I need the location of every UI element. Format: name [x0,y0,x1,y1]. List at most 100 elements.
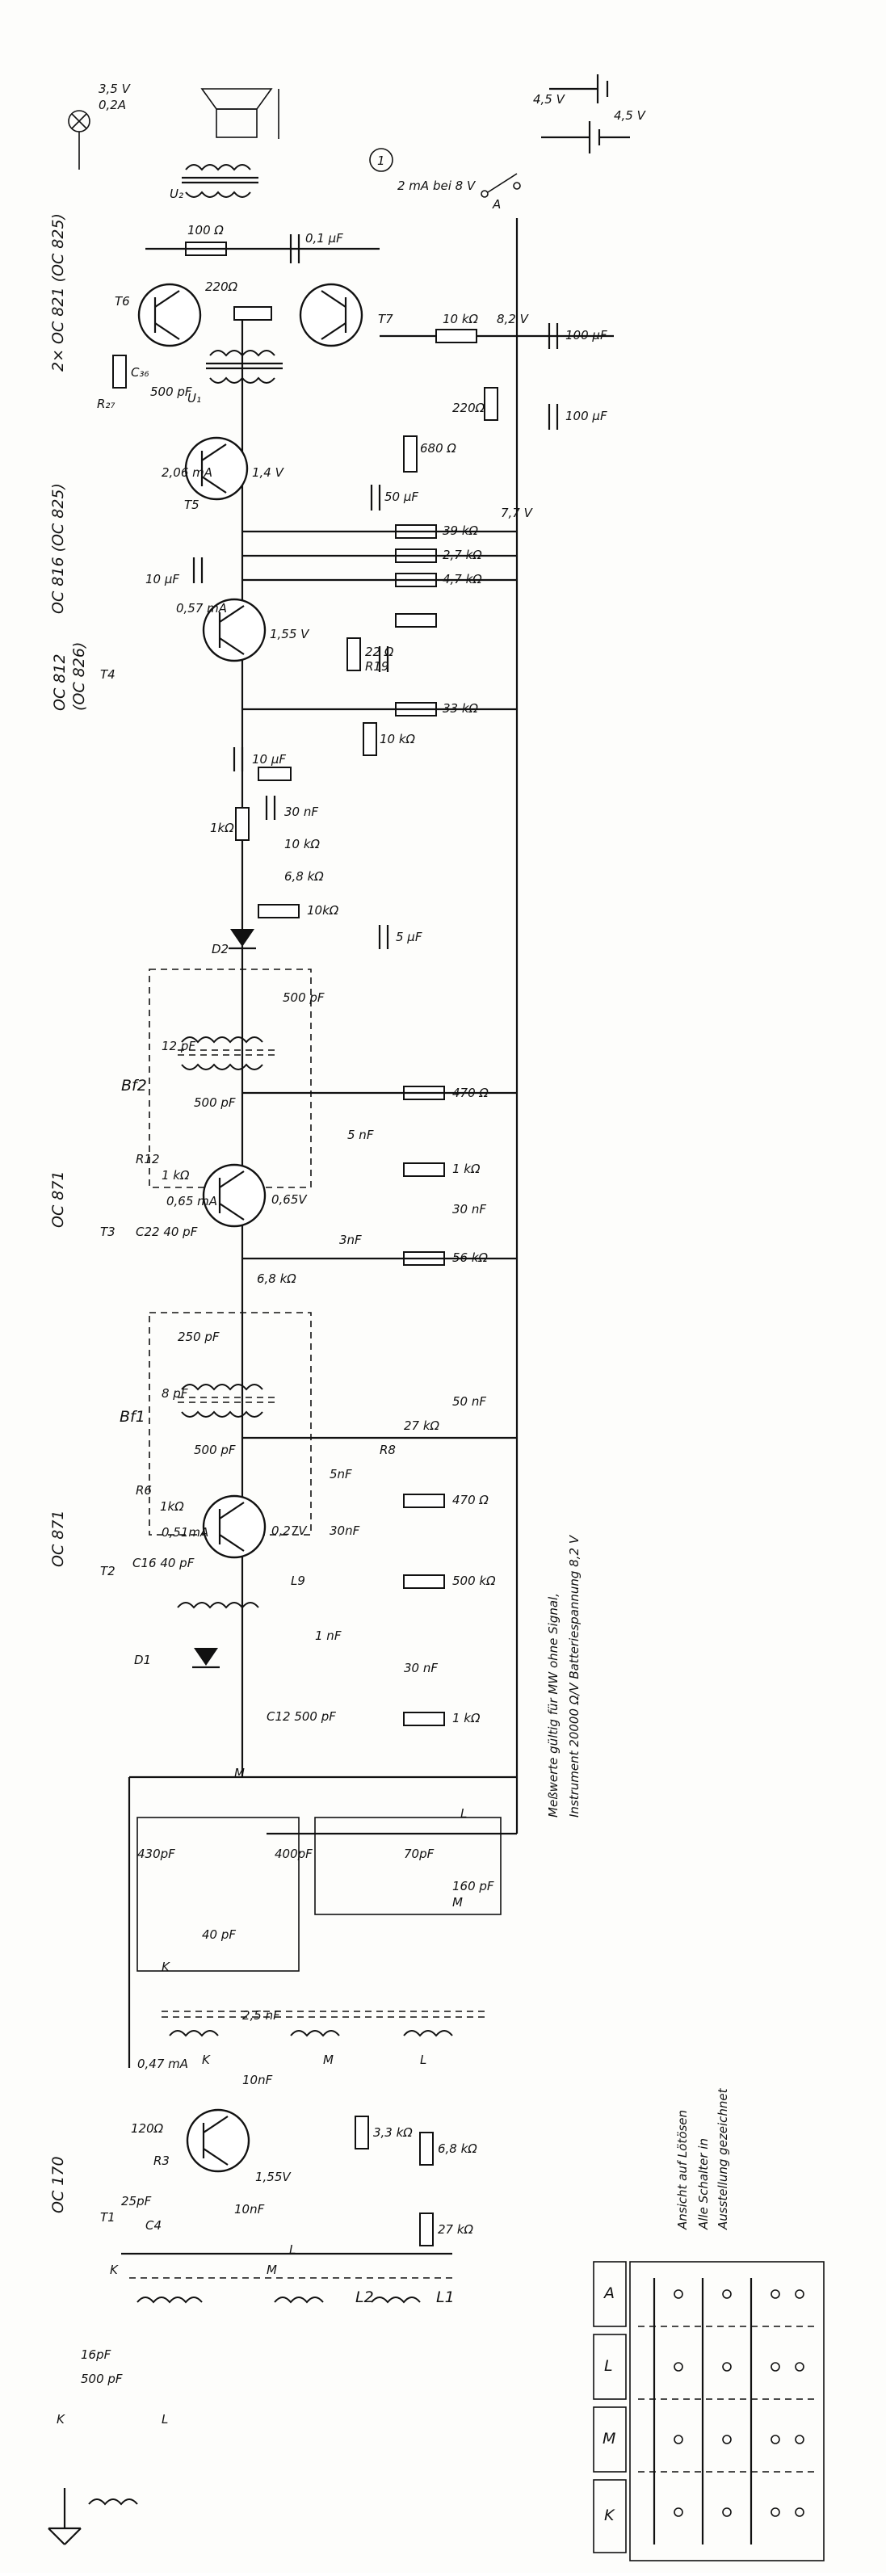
bf1-label: Bf1 [120,1408,145,1426]
switch-m-top: M [234,1766,245,1780]
t4-ic: 0,57 mA [176,601,227,616]
r8-label: R8 [380,1443,396,1457]
c30n-label: 30 nF [284,805,318,819]
c30nb-label: 30 nF [452,1202,486,1217]
switch-k-bottom: K [57,2412,65,2427]
diode-d2 [229,929,256,950]
t6-label: T6 [115,294,130,309]
r12-label: R12 [136,1152,160,1166]
c40-label: 40 pF [202,1927,236,1942]
c1n-label: 1 nF [315,1628,342,1643]
t3-ic: 0,65 mA [166,1194,217,1208]
antenna-symbol [48,2488,138,2545]
t4-type: OC 812 [51,653,69,711]
switch-key-a[interactable] [593,2261,627,2327]
diode-d1 [192,1648,220,1669]
switch-key-k[interactable] [593,2479,627,2553]
view-note-1: Ansicht auf Lötösen [675,2110,690,2230]
volume-pot [258,767,292,781]
r470b-label: 470 Ω [452,1493,489,1507]
switch-key-m-label: M [603,2430,615,2448]
resistor-2-7k-b [395,613,437,628]
t7-label: T7 [378,312,393,326]
d1-label: D1 [134,1653,151,1667]
r10-label: 10 kΩ [380,732,416,746]
resistor-220b [484,387,498,421]
resistor-10k-c [258,904,300,918]
measurement-note-1: Meßwerte gültig für MW ohne Signal, [546,1593,561,1817]
transistor-t4 [202,598,267,662]
c500pf-fb-label: 500 pF [150,385,192,399]
switch-panel [593,2261,825,2561]
t3-v: 0,65V [271,1192,308,1207]
resistor-1k [235,807,250,841]
l9-label: L9 [291,1574,305,1588]
loudspeaker [200,88,279,139]
t1-ic: 0,47 mA [137,2057,188,2071]
resistor-r27-fb [112,355,127,389]
t5-v: 1,4 V [252,465,285,480]
resistor-1k-c [403,1162,445,1177]
c22-label: C22 40 pF [136,1225,198,1239]
r1ke-label: 1 kΩ [452,1711,481,1725]
c50n-label: 50 nF [452,1394,486,1409]
resistor-10k-b4 [363,722,377,756]
transistor-t5 [184,436,249,501]
t5-label: T5 [184,498,199,512]
c50-label: 50 µF [384,490,418,504]
switch-key-l[interactable] [593,2334,627,2400]
battery-b-label: 4,5 V [614,108,647,123]
c5nb-label: 5nF [330,1467,352,1481]
switch-m-ant: M [267,2263,277,2277]
output-transistor-type: 2× OC 821 (OC 825) [49,213,67,372]
resistor-22 [346,637,361,671]
r120-label: 120Ω [131,2121,164,2136]
switch-key-l-label: L [604,2357,613,2375]
switch-k-ant: K [110,2263,119,2277]
meter-1 [369,148,393,172]
l2-label: L2 [355,2288,374,2306]
r1k-label: 1kΩ [210,821,234,835]
t2-v: 0,27V [271,1523,308,1538]
c10n-label: 10nF [242,2073,273,2087]
switch-m-osc: M [452,1895,463,1910]
r1kc-label: 1 kΩ [452,1162,481,1176]
t1-label: T1 [100,2210,115,2225]
c12-label: C12 500 pF [267,1709,336,1724]
osc-tank-m-l [314,1817,502,1915]
c500b-label: 500 pF [194,1095,236,1110]
r27kb-label: 27 kΩ [438,2222,474,2237]
d2-label: D2 [212,942,229,956]
switch-contacts [638,2278,816,2544]
r100-label: 100 Ω [187,223,224,237]
switch-l-top: L [460,1806,467,1821]
resistor-680 [403,435,418,473]
switch-key-m[interactable] [593,2406,627,2473]
resistor-470b [403,1494,445,1508]
r27-fb-label: R₂₇ [97,397,115,411]
t3-label: T3 [100,1225,115,1239]
c160-label: 160 pF [452,1879,494,1893]
bf2-label: Bf2 [121,1077,147,1095]
c500a-label: 500 pF [283,990,325,1005]
t1-v: 1,55V [255,2170,292,2184]
l1-label: L1 [436,2288,455,2306]
voltage-7-7: 7,7 V [501,506,534,520]
resistor-220-bias [233,306,272,321]
r68b-label: 6,8 kΩ [257,1271,296,1286]
bf2-shield [149,969,312,1188]
osc-coils [162,2011,485,2037]
t5-ic: 2,06 mA [162,465,212,480]
c16-label: C16 40 pF [132,1556,195,1570]
view-note-3: Ausstellung gezeichnet [716,2087,730,2230]
t3-type: OC 871 [49,1170,67,1228]
r6-label: R6 [136,1483,152,1498]
r1kb-label: 1 kΩ [162,1168,190,1183]
r220b-label: 220Ω [452,401,485,415]
c400-label: 400pF [275,1847,313,1861]
c3n-label: 3nF [339,1233,362,1247]
c01-label: 0,1 µF [305,231,343,246]
c12p-label: 12 pF [162,1039,195,1053]
resistor-6-8k [419,2132,434,2166]
